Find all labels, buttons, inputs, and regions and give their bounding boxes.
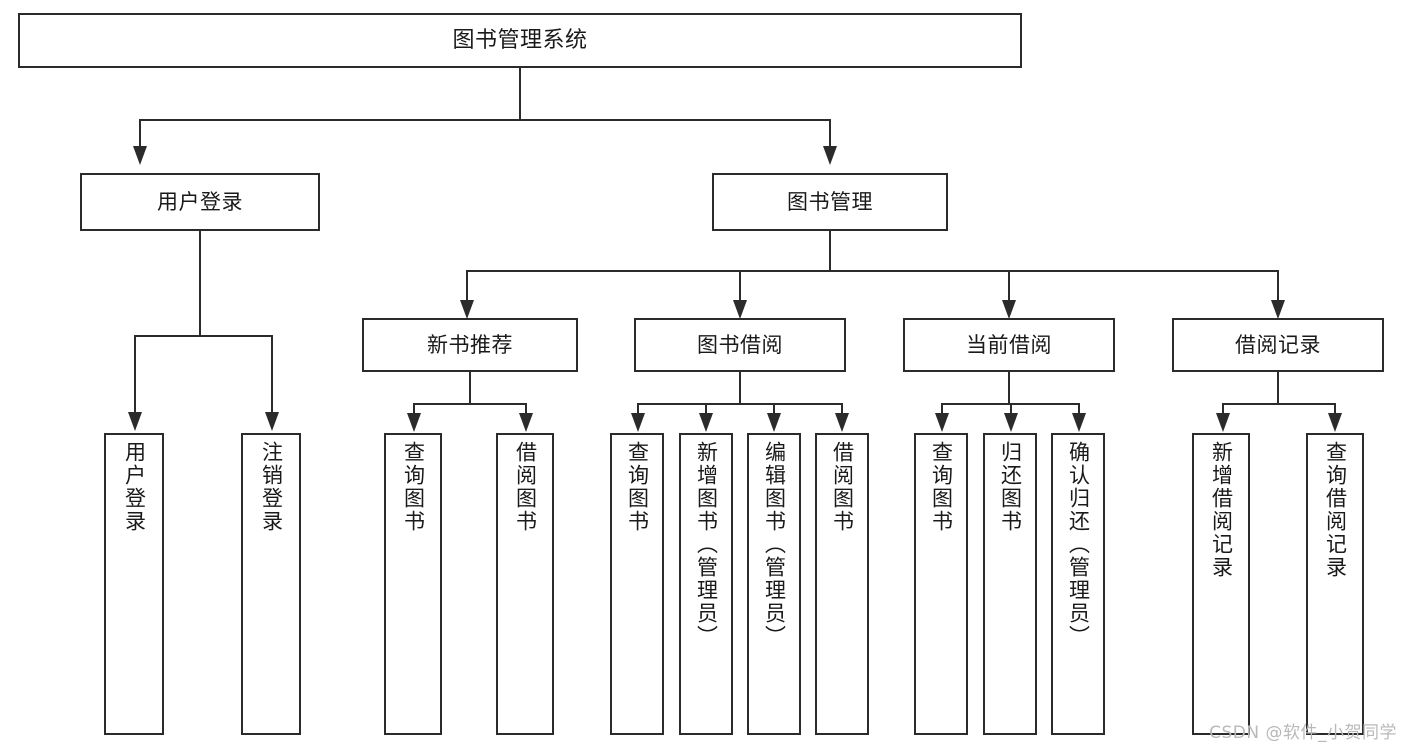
csdn-watermark: CSDN @软件_小贺同学 — [1209, 723, 1397, 743]
connector-book-borrow-drop-0 — [637, 403, 639, 417]
connector-level3-bus — [466, 270, 1278, 272]
arrow-to-leaf-borrow-book-2 — [835, 413, 849, 432]
node-current-borrow[interactable]: 当前借阅 — [903, 318, 1115, 372]
arrow-to-leaf-user-login — [128, 412, 142, 431]
arrow-to-leaf-logout — [265, 412, 279, 431]
node-label: 借阅图书 — [513, 441, 538, 533]
connector-level3-drop-3 — [1277, 270, 1279, 302]
connector-level2-bus — [139, 119, 831, 121]
node-label: 查询图书 — [625, 441, 650, 533]
arrow-to-new-book-recommend — [460, 300, 474, 319]
connector-user-login-stem — [199, 231, 201, 336]
arrow-to-current-borrow — [1002, 300, 1016, 319]
node-label: 当前借阅 — [966, 332, 1052, 357]
leaf-add-borrow-record[interactable]: 新增借阅记录 — [1192, 433, 1250, 735]
node-label: 编辑图书（管理员） — [762, 441, 787, 648]
node-label: 新增借阅记录 — [1209, 441, 1234, 579]
arrow-to-leaf-borrow-book-1 — [519, 413, 533, 432]
leaf-borrow-book-recommend[interactable]: 借阅图书 — [496, 433, 554, 735]
node-label: 新增图书（管理员） — [694, 441, 719, 648]
connector-borrow-record-stem — [1277, 372, 1279, 404]
leaf-user-login[interactable]: 用户登录 — [104, 433, 164, 735]
arrow-to-leaf-query-book-3 — [935, 413, 949, 432]
connector-user-login-drop-1 — [271, 335, 273, 414]
connector-borrow-record-drop-0 — [1222, 403, 1224, 417]
node-label: 图书管理系统 — [452, 27, 588, 53]
node-label: 查询图书 — [929, 441, 954, 533]
connector-user-login-drop-0 — [134, 335, 136, 414]
arrow-to-leaf-query-book-2 — [631, 413, 645, 432]
arrow-to-user-login — [133, 146, 147, 165]
leaf-add-book-admin[interactable]: 新增图书（管理员） — [679, 433, 733, 735]
node-user-login[interactable]: 用户登录 — [80, 173, 320, 231]
connector-borrow-record-bus — [1222, 403, 1336, 405]
arrow-to-book-borrow — [733, 300, 747, 319]
node-label: 借阅图书 — [830, 441, 855, 533]
connector-root-stem — [519, 68, 521, 120]
node-label: 图书管理 — [787, 189, 873, 214]
connector-current-borrow-drop-1 — [1010, 403, 1012, 417]
node-label: 新书推荐 — [427, 332, 513, 357]
arrow-to-leaf-confirm-return — [1072, 413, 1086, 432]
connector-book-management-stem — [829, 231, 831, 272]
connector-level3-drop-0 — [466, 270, 468, 302]
connector-book-borrow-bus — [637, 403, 843, 405]
node-label: 用户登录 — [157, 189, 243, 214]
connector-new-book-bus — [413, 403, 527, 405]
node-book-borrow[interactable]: 图书借阅 — [634, 318, 846, 372]
leaf-edit-book-admin[interactable]: 编辑图书（管理员） — [747, 433, 801, 735]
leaf-query-borrow-record[interactable]: 查询借阅记录 — [1306, 433, 1364, 735]
arrow-to-borrow-record — [1271, 300, 1285, 319]
leaf-query-book-recommend[interactable]: 查询图书 — [384, 433, 442, 735]
leaf-query-book-borrow[interactable]: 查询图书 — [610, 433, 664, 735]
connector-borrow-record-drop-1 — [1334, 403, 1336, 417]
node-book-management[interactable]: 图书管理 — [712, 173, 948, 231]
node-label: 查询图书 — [401, 441, 426, 533]
connector-current-borrow-drop-2 — [1078, 403, 1080, 417]
arrow-to-leaf-return-book — [1004, 413, 1018, 432]
leaf-confirm-return-admin[interactable]: 确认归还（管理员） — [1051, 433, 1105, 735]
arrow-to-leaf-edit-book — [767, 413, 781, 432]
connector-level2-drop-left — [139, 119, 141, 148]
node-new-book-recommend[interactable]: 新书推荐 — [362, 318, 578, 372]
connector-level3-drop-2 — [1008, 270, 1010, 302]
connector-new-book-drop-0 — [413, 403, 415, 417]
connector-new-book-drop-1 — [525, 403, 527, 417]
connector-book-borrow-drop-3 — [841, 403, 843, 417]
node-borrow-record[interactable]: 借阅记录 — [1172, 318, 1384, 372]
connector-level3-drop-1 — [739, 270, 741, 302]
arrow-to-book-management — [823, 146, 837, 165]
arrow-to-leaf-query-book-1 — [407, 413, 421, 432]
connector-new-book-stem — [469, 372, 471, 404]
arrow-to-leaf-add-book — [699, 413, 713, 432]
leaf-query-book-current[interactable]: 查询图书 — [914, 433, 968, 735]
connector-current-borrow-drop-0 — [941, 403, 943, 417]
node-label: 确认归还（管理员） — [1066, 441, 1091, 648]
leaf-borrow-book[interactable]: 借阅图书 — [815, 433, 869, 735]
arrow-to-leaf-add-record — [1216, 413, 1230, 432]
node-label: 借阅记录 — [1235, 332, 1321, 357]
node-label: 注销登录 — [259, 441, 284, 533]
node-book-management-system[interactable]: 图书管理系统 — [18, 13, 1022, 68]
node-label: 查询借阅记录 — [1323, 441, 1348, 579]
connector-user-login-bus — [134, 335, 273, 337]
leaf-logout[interactable]: 注销登录 — [241, 433, 301, 735]
connector-level2-drop-right — [829, 119, 831, 148]
leaf-return-book[interactable]: 归还图书 — [983, 433, 1037, 735]
connector-current-borrow-stem — [1008, 372, 1010, 404]
connector-book-borrow-drop-1 — [705, 403, 707, 417]
node-label: 图书借阅 — [697, 332, 783, 357]
node-label: 用户登录 — [122, 441, 147, 533]
connector-book-borrow-stem — [739, 372, 741, 404]
connector-book-borrow-drop-2 — [773, 403, 775, 417]
arrow-to-leaf-query-record — [1328, 413, 1342, 432]
node-label: 归还图书 — [998, 441, 1023, 533]
